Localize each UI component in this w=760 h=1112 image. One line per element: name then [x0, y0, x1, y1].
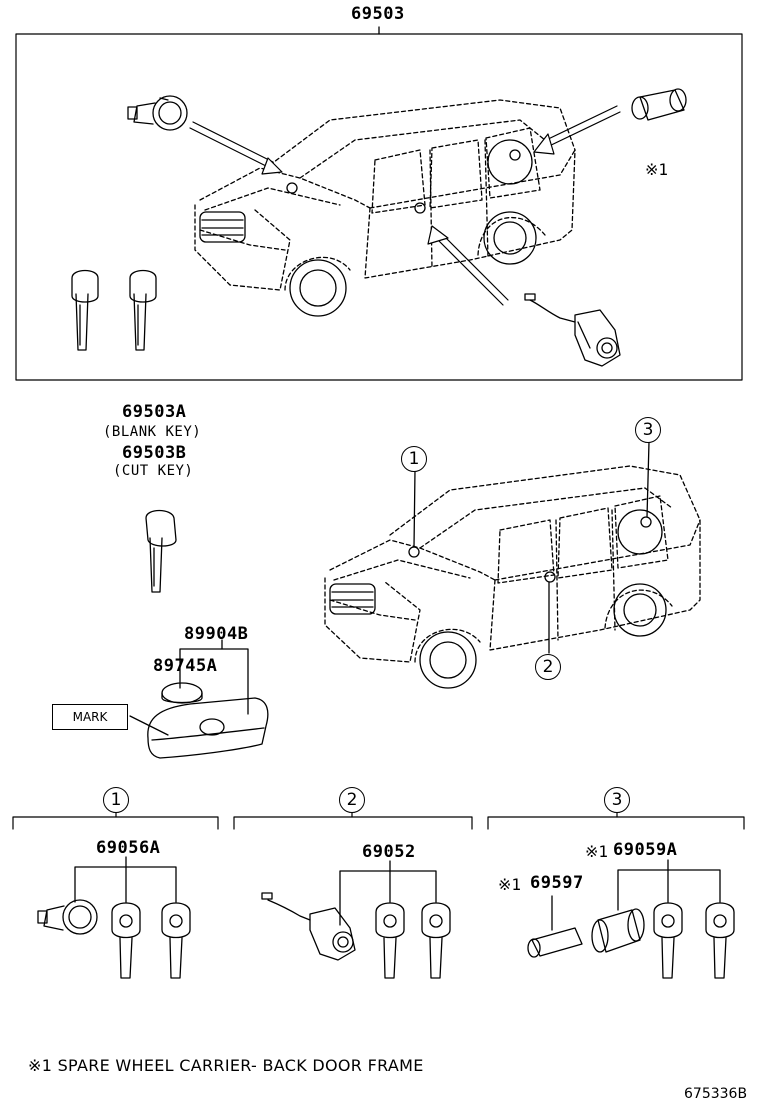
blank-key-description: (BLANK KEY): [103, 424, 202, 440]
battery-illustration: [161, 682, 203, 704]
top-key-1: [71, 269, 99, 351]
callout-3-group: 3: [604, 787, 630, 813]
callout-1-group: 1: [103, 787, 129, 813]
callout-2-vehicle: 2: [535, 654, 561, 680]
transmitter-illustration: [129, 697, 269, 759]
group1-parts: [37, 856, 191, 979]
part-number-blank-key: 69503A: [122, 402, 187, 422]
diagram-reference-number: 675336B: [684, 1086, 748, 1102]
transmitter-bracket: [179, 639, 249, 715]
group3b-note-marker: ※1: [498, 875, 522, 894]
top-spare-lock-cylinder: [631, 88, 687, 121]
cut-key-description: (CUT KEY): [113, 463, 194, 479]
callout-1-vehicle: 1: [401, 446, 427, 472]
part-number-battery: 89745A: [153, 656, 218, 676]
group3-parts: [527, 859, 735, 979]
top-assembly-frame: [15, 26, 743, 381]
top-hood-lock-cylinder: [127, 95, 188, 131]
group-brackets: [12, 811, 745, 830]
part-number-transmitter: 89904B: [184, 624, 249, 644]
top-door-lock-cylinder: [524, 293, 621, 367]
footnote: ※1 SPARE WHEEL CARRIER- BACK DOOR FRAME: [28, 1056, 424, 1075]
mark-label-box: MARK: [52, 704, 128, 730]
part-number-group3: 69059A: [613, 840, 678, 860]
note-marker-top: ※1: [645, 160, 669, 179]
group2-parts: [261, 860, 451, 979]
top-vehicle-solid: [199, 139, 537, 317]
part-number-cut-key: 69503B: [122, 443, 187, 463]
mid-vehicle: [324, 465, 701, 663]
callout-2-group: 2: [339, 787, 365, 813]
group3-note-marker: ※1: [585, 842, 609, 861]
top-key-2: [129, 269, 157, 351]
top-vehicle: [194, 99, 576, 291]
part-number-group1: 69056A: [96, 838, 161, 858]
cut-key-illustration: [145, 509, 177, 593]
top-arrows: [189, 105, 621, 306]
callout-3-vehicle: 3: [635, 417, 661, 443]
mid-vehicle-solid: [329, 441, 667, 689]
part-number-69503: 69503: [351, 4, 405, 24]
part-number-group2: 69052: [362, 842, 416, 862]
part-number-spare-lock: 69597: [530, 873, 584, 893]
